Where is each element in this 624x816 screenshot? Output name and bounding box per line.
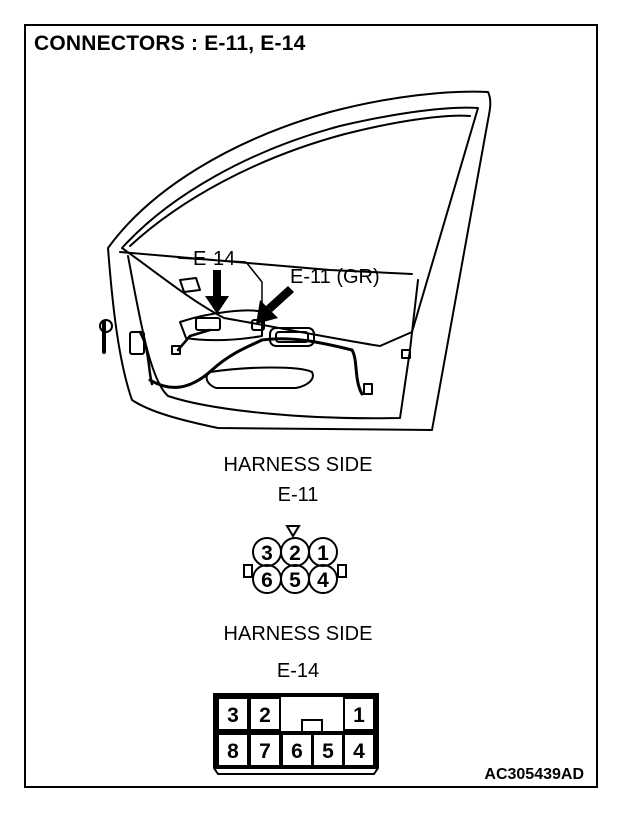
page-title: CONNECTORS : E-11, E-14 <box>34 32 306 55</box>
arrow-e14 <box>205 270 229 314</box>
e14-pin-label: 7 <box>259 740 271 763</box>
arrow-e11 <box>256 286 294 324</box>
e11-pin-label: 6 <box>261 569 273 592</box>
e11-name: E-11 <box>277 484 319 506</box>
e11-pin-label: 5 <box>289 569 301 592</box>
e11-heading: HARNESS SIDE <box>223 454 373 476</box>
e14-pin-label: 4 <box>353 740 365 763</box>
e14-pin-label: 3 <box>227 704 239 727</box>
e11-pin-label: 2 <box>289 542 301 565</box>
door-window-frame <box>121 106 479 347</box>
e14-pin-8 <box>217 733 249 767</box>
e14-door-label: E-14 <box>193 248 236 270</box>
e14-pin-label: 8 <box>227 740 239 763</box>
e14-pin-4 <box>343 733 375 767</box>
e14-pin-3 <box>217 697 249 731</box>
e14-pin-2 <box>249 697 281 731</box>
switch-panel <box>179 309 263 342</box>
figure-frame <box>24 24 598 788</box>
e14-pin-label: 6 <box>291 740 303 763</box>
e14-pin-label: 5 <box>322 740 334 763</box>
e11-pin-4 <box>308 564 338 594</box>
e11-door-label: E-11 (GR) <box>290 266 380 288</box>
e14-pin-label: 1 <box>353 704 365 727</box>
door-inner-panel <box>127 255 419 420</box>
e14-name: E-14 <box>276 660 320 682</box>
door-outer-frame <box>107 90 492 431</box>
e14-pin-1 <box>343 697 375 731</box>
e11-pin-label: 4 <box>317 569 329 592</box>
armrest <box>205 366 314 389</box>
figure-code: AC305439AD <box>484 766 584 783</box>
e14-heading: HARNESS SIDE <box>223 623 373 645</box>
e14-pin-label: 2 <box>259 704 271 727</box>
e11-pin-label: 3 <box>261 542 273 565</box>
e14-pin-7 <box>249 733 281 767</box>
wire-harness <box>148 337 364 396</box>
e11-pin-label: 1 <box>317 542 329 565</box>
